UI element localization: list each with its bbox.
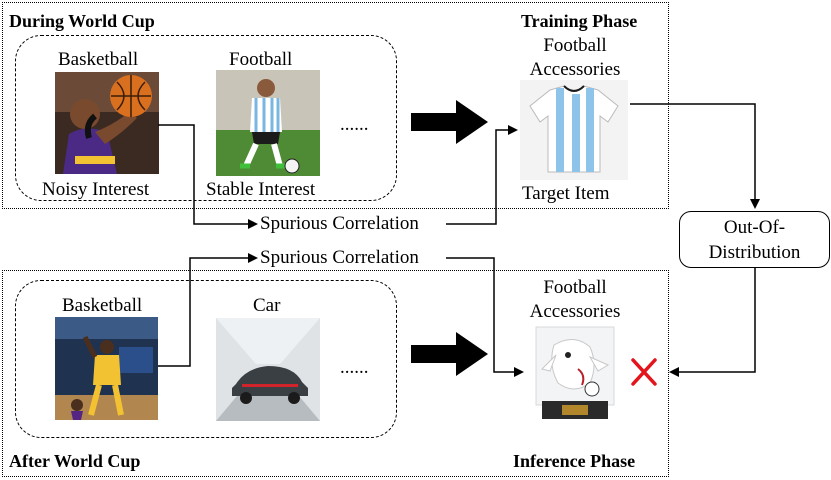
inference-title-right: Inference Phase: [513, 451, 636, 471]
inference-target-label-line1: Football: [543, 277, 607, 298]
inference-ellipsis: ......: [340, 357, 369, 378]
inference-history-group: [15, 280, 397, 438]
spurious-path-top-out: [446, 125, 518, 225]
training-title-left: During World Cup: [9, 11, 155, 31]
spurious-correlation-bottom: Spurious Correlation: [260, 247, 419, 268]
basketball-player-image: [55, 72, 159, 174]
spurious-correlation-top: Spurious Correlation: [260, 213, 419, 234]
jersey-image: [520, 80, 628, 180]
ood-path-out: [669, 268, 756, 377]
training-target-caption: Target Item: [522, 183, 610, 204]
ood-path-in: [630, 103, 760, 209]
training-item2-caption: Stable Interest: [206, 179, 316, 200]
spurious-path-top-in: [158, 124, 258, 229]
training-history-group: [15, 35, 397, 201]
basketball-game-image: [55, 317, 158, 420]
training-flow-arrow: [411, 100, 488, 144]
ood-box: [679, 211, 830, 268]
inference-item1-label: Basketball: [62, 295, 143, 316]
training-phase-box: [2, 2, 669, 209]
mascot-trophy-image: [528, 325, 621, 421]
training-title-right: Training Phase: [521, 11, 638, 31]
cross-icon: [631, 358, 657, 386]
training-ellipsis: ......: [340, 114, 369, 135]
spurious-path-bottom-out: [446, 257, 524, 377]
inference-item2-label: Car: [253, 295, 281, 316]
training-item1-caption: Noisy Interest: [42, 179, 150, 200]
football-player-image: [216, 70, 320, 176]
inference-title-left: After World Cup: [9, 451, 141, 471]
spurious-path-bottom-in: [158, 253, 258, 367]
inference-flow-arrow: [411, 332, 488, 376]
car-image: [216, 318, 320, 421]
training-target-label-line1: Football: [543, 35, 607, 56]
ood-label-line2: Distribution: [708, 242, 801, 263]
training-item1-label: Basketball: [58, 49, 139, 70]
ood-label-line1: Out-Of-: [723, 217, 786, 238]
inference-target-label-line2: Accessories: [529, 301, 621, 322]
training-target-label-line2: Accessories: [529, 59, 621, 80]
training-item2-label: Football: [229, 49, 293, 70]
inference-phase-box: [2, 270, 669, 477]
